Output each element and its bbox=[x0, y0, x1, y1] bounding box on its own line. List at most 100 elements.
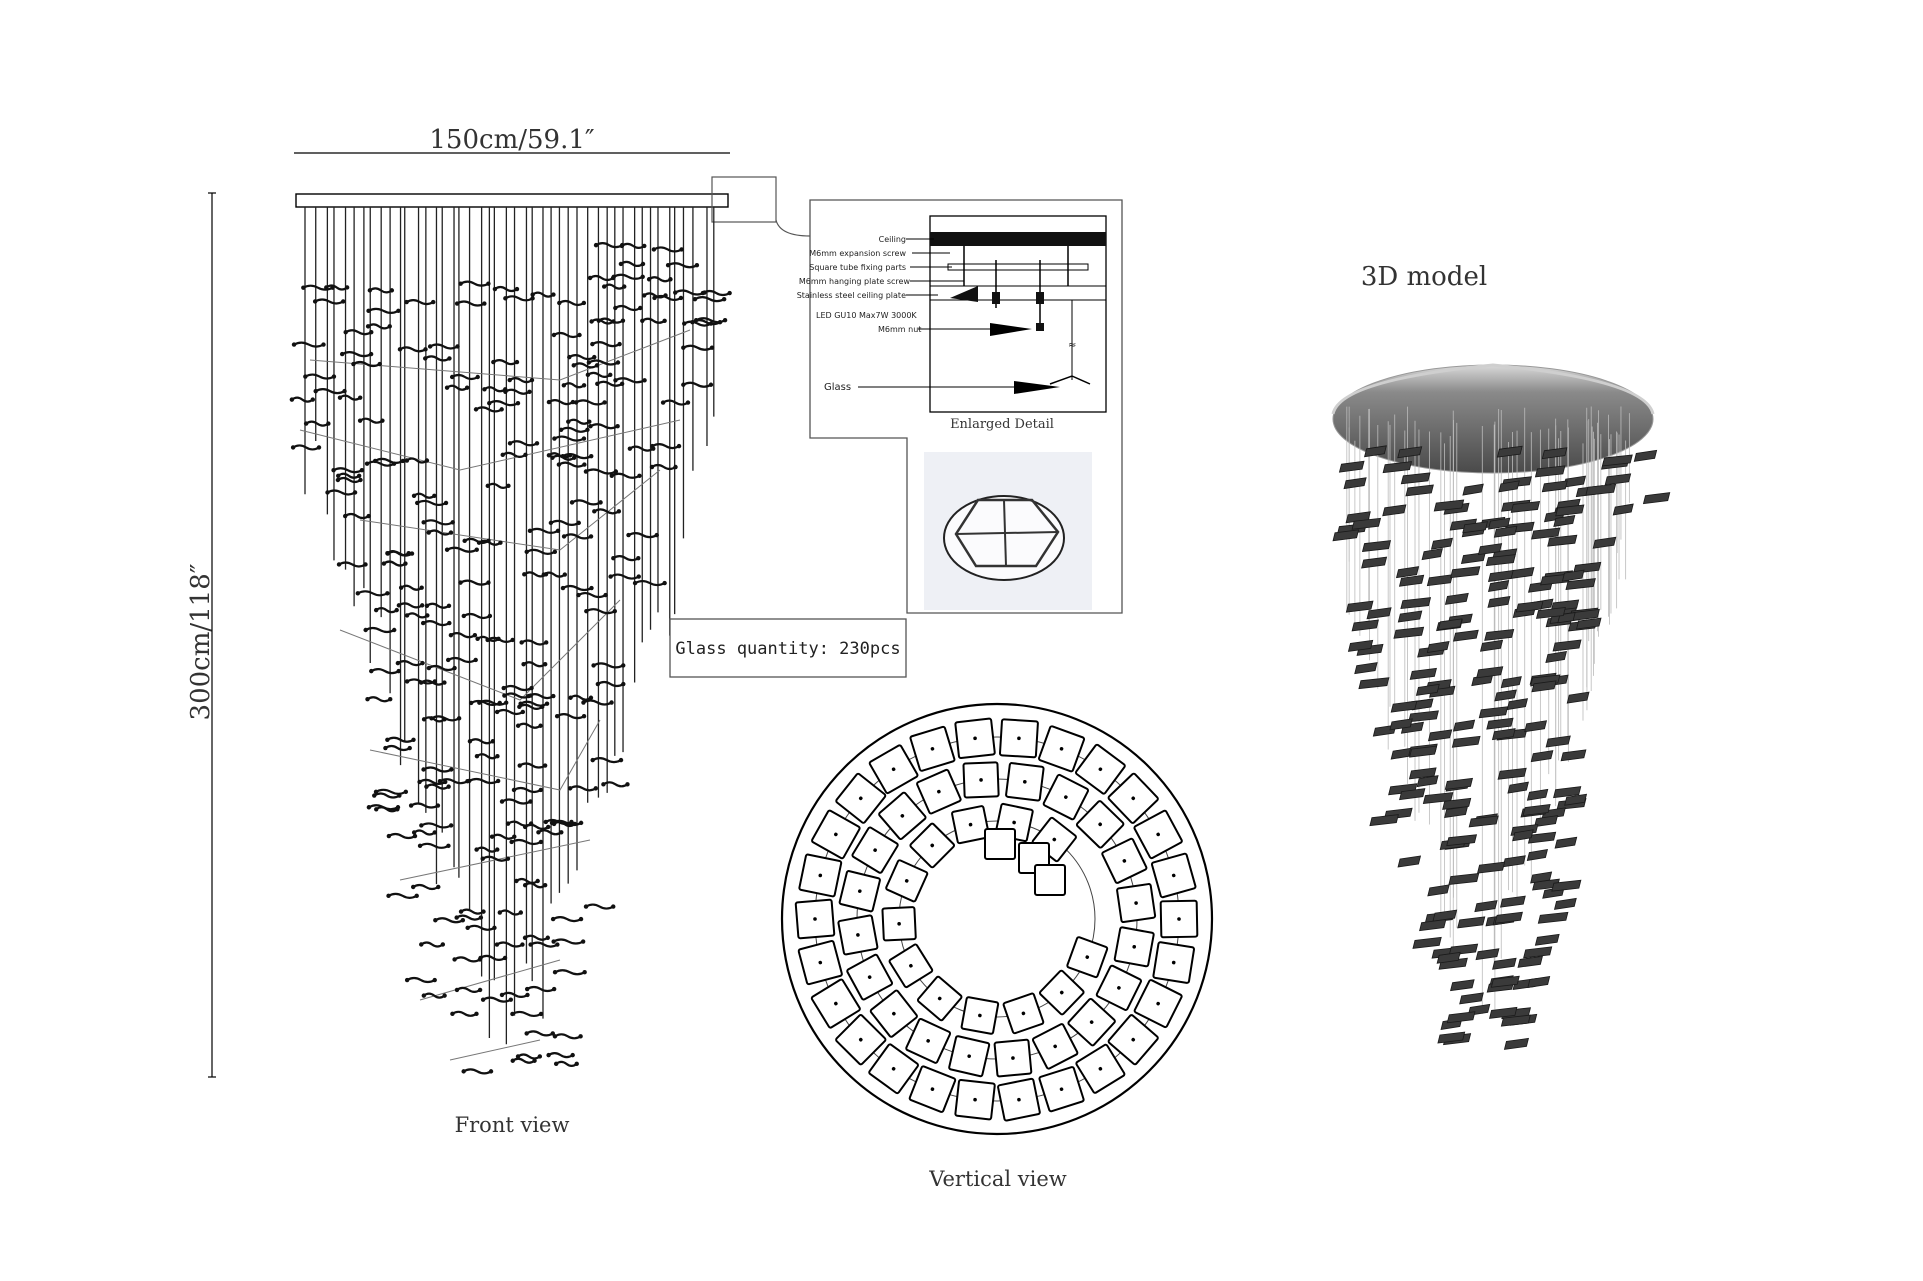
glass-piece-end bbox=[301, 285, 306, 290]
glass-piece-end bbox=[316, 445, 322, 450]
glass-piece-end bbox=[523, 452, 528, 458]
glass-tile-center bbox=[1098, 822, 1102, 827]
model-glass-flake bbox=[1496, 445, 1523, 458]
glass-piece-end bbox=[351, 361, 356, 367]
vertical-view: Vertical view bbox=[780, 702, 1214, 1191]
model-glass-flake bbox=[1487, 595, 1511, 608]
glass-piece-end bbox=[380, 418, 385, 423]
glass-tile bbox=[1002, 992, 1045, 1035]
glass-tile-center bbox=[937, 789, 941, 794]
glass-piece-end bbox=[546, 453, 552, 458]
model-glass-flake bbox=[1382, 504, 1407, 517]
glass-piece bbox=[482, 855, 509, 862]
glass-piece bbox=[569, 694, 592, 701]
glass-piece-end bbox=[627, 446, 633, 451]
glass-piece-end bbox=[522, 935, 528, 940]
glass-piece bbox=[554, 1033, 582, 1040]
model-glass-flake bbox=[1499, 895, 1526, 908]
model-glass-flake bbox=[1493, 525, 1518, 538]
glass-piece-end bbox=[512, 834, 517, 839]
glass-tile bbox=[1042, 773, 1090, 821]
glass-tile-center bbox=[892, 1011, 896, 1016]
glass-tile-center bbox=[1171, 960, 1176, 965]
glass-piece bbox=[683, 320, 712, 327]
model-glass-flake bbox=[1487, 570, 1514, 583]
glass-tile bbox=[1116, 883, 1157, 924]
glass-piece-end bbox=[421, 767, 426, 772]
glass-piece-end bbox=[312, 299, 318, 304]
model-glass-flake bbox=[1534, 815, 1559, 828]
glass-piece-end bbox=[331, 468, 336, 473]
glass-piece bbox=[641, 317, 666, 324]
glass-piece bbox=[613, 273, 644, 280]
glass-piece bbox=[428, 529, 452, 536]
glass-piece-end bbox=[588, 534, 594, 539]
glass-piece-end bbox=[454, 915, 459, 920]
glass-tile-center bbox=[1098, 767, 1103, 772]
glass-tile-center bbox=[900, 814, 905, 818]
glass-piece-end bbox=[496, 636, 501, 642]
glass-piece-end bbox=[613, 469, 619, 474]
glass-piece bbox=[592, 757, 622, 764]
glass-piece-end bbox=[625, 782, 630, 787]
glass-piece-end bbox=[615, 360, 621, 365]
glass-piece-end bbox=[570, 399, 576, 405]
glass-piece bbox=[450, 632, 476, 639]
model-glass-flake bbox=[1450, 979, 1475, 992]
glass-piece-end bbox=[517, 704, 522, 710]
glass-tile-center bbox=[1131, 796, 1136, 801]
glass-piece-end bbox=[421, 993, 427, 998]
glass-piece-end bbox=[692, 296, 698, 302]
model-glass-flake bbox=[1468, 815, 1499, 828]
model-glass-flake bbox=[1436, 951, 1461, 964]
label-ceiling-plate: Stainless steel ceiling plate bbox=[797, 291, 906, 300]
model-glass-flake bbox=[1564, 793, 1588, 806]
glass-piece bbox=[588, 359, 619, 366]
glass-piece bbox=[560, 426, 589, 433]
glass-tile-center bbox=[858, 1037, 863, 1042]
glass-piece-end bbox=[620, 318, 626, 323]
glass-piece-end bbox=[487, 400, 492, 406]
glass-tile-center bbox=[909, 963, 913, 968]
svg-text:≈: ≈ bbox=[1068, 340, 1076, 351]
glass-piece-end bbox=[432, 830, 437, 835]
glass-piece-end bbox=[613, 305, 618, 311]
glass-piece-end bbox=[524, 1031, 529, 1036]
glass-piece bbox=[667, 262, 698, 269]
glass-piece-end bbox=[431, 299, 436, 305]
glass-piece bbox=[451, 1010, 478, 1017]
glass-piece bbox=[338, 561, 367, 568]
glass-tile-center bbox=[904, 879, 909, 883]
glass-tile bbox=[984, 828, 1016, 860]
glass-piece-end bbox=[503, 389, 508, 394]
glass-tile bbox=[954, 717, 996, 759]
glass-piece bbox=[589, 423, 619, 430]
glass-tile-center bbox=[930, 1087, 935, 1091]
glass-piece-end bbox=[472, 632, 478, 638]
glass-piece-end bbox=[409, 551, 415, 556]
glass-tile-center bbox=[1059, 990, 1064, 995]
glass-piece-end bbox=[426, 530, 431, 535]
glass-tile bbox=[1152, 941, 1196, 984]
glass-piece-end bbox=[613, 378, 618, 383]
glass-tile-center bbox=[1053, 1044, 1057, 1049]
glass-piece bbox=[611, 472, 641, 479]
model-glass-flake bbox=[1409, 745, 1438, 758]
model-glass-flake bbox=[1500, 676, 1522, 689]
glass-piece-end bbox=[584, 608, 589, 614]
glass-piece-end bbox=[385, 737, 390, 742]
glass-piece bbox=[491, 833, 515, 840]
glass-piece-end bbox=[435, 803, 441, 808]
glass-tile bbox=[794, 898, 836, 940]
helix-line bbox=[399, 839, 591, 881]
glass-piece bbox=[439, 778, 469, 785]
glass-piece-end bbox=[442, 993, 447, 998]
glass-piece bbox=[359, 417, 384, 424]
glass-tile-center bbox=[937, 996, 942, 1001]
glass-piece-end bbox=[447, 620, 452, 626]
glass-piece-end bbox=[429, 716, 434, 721]
model-glass-flake bbox=[1475, 948, 1500, 961]
glass-piece-end bbox=[363, 627, 368, 633]
glass-piece bbox=[422, 766, 452, 773]
